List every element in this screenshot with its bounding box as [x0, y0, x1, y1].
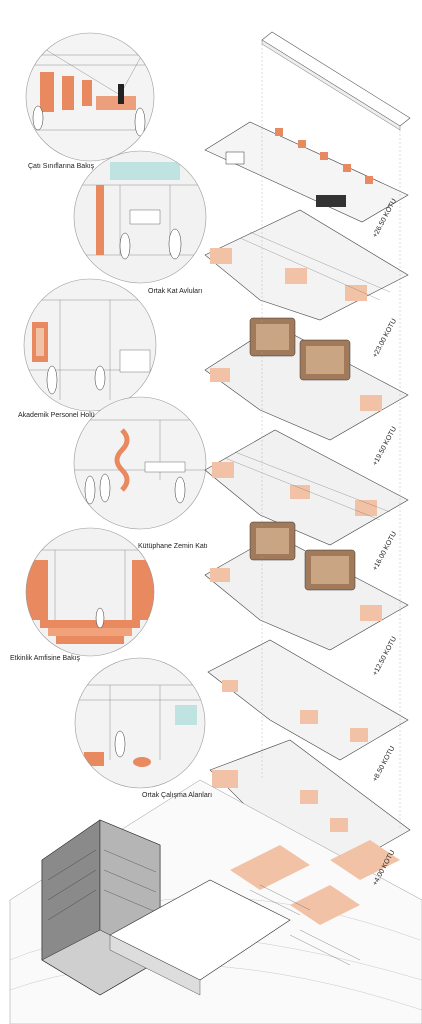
view-label-library: Kütüphane Zemin Katı — [138, 543, 208, 550]
floor-plate-2300 — [204, 209, 409, 321]
floor-plate-2650 — [204, 121, 409, 223]
view-label-academic: Akademik Personel Holü — [18, 412, 95, 419]
floor-plate-1250 — [204, 521, 409, 651]
historic-building — [41, 819, 161, 996]
view-label-roof: Çatı Sınıflarına Bakış — [28, 163, 95, 170]
view-circle-roof-classrooms — [26, 33, 154, 161]
roof-plate — [261, 31, 411, 131]
view-label-study: Ortak Çalışma Alanları — [142, 792, 213, 799]
view-label-courtyards: Ortak Kat Avluları — [148, 288, 203, 295]
floor-plate-1600 — [204, 429, 409, 546]
view-circle-common-courtyards — [74, 151, 206, 283]
floor-plate-400 — [209, 739, 411, 871]
view-circle-library-ground — [74, 397, 206, 529]
view-circle-academic-hall — [24, 279, 156, 411]
view-circle-common-study — [75, 658, 205, 788]
new-building-ground — [109, 840, 400, 996]
alignment-lines — [261, 44, 401, 830]
floor-plate-1950 — [204, 317, 409, 441]
floor-plate-850 — [207, 639, 409, 761]
view-label-amphi: Etkinlik Amfisine Bakış — [10, 655, 81, 662]
view-circle-event-amphi — [26, 528, 154, 656]
